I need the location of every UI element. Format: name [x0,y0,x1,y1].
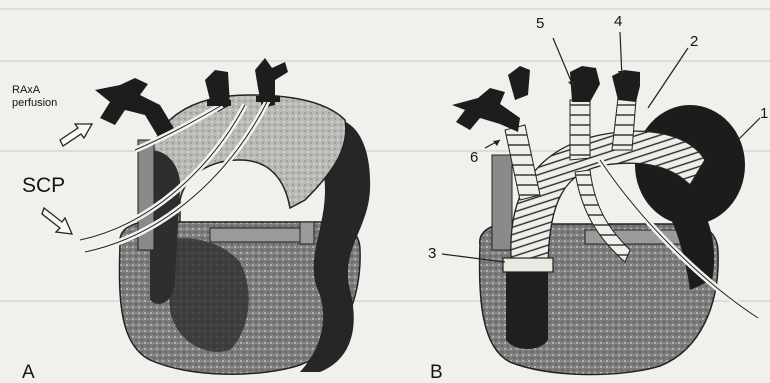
callout-6: 6 [470,149,478,166]
perfusion-label-line2: perfusion [12,97,57,109]
panel-a-letter: A [22,362,35,383]
panel-b-heart [442,32,760,375]
scp-label: SCP [22,174,65,197]
callout-5: 5 [536,15,544,32]
perfusion-label-line1: RAxA [12,84,41,96]
callout-4: 4 [614,13,622,30]
panel-a-heart [42,58,370,374]
callout-3: 3 [428,245,436,262]
panel-b-letter: B [430,362,443,383]
callout-1: 1 [760,105,768,122]
callout-2: 2 [690,33,698,50]
